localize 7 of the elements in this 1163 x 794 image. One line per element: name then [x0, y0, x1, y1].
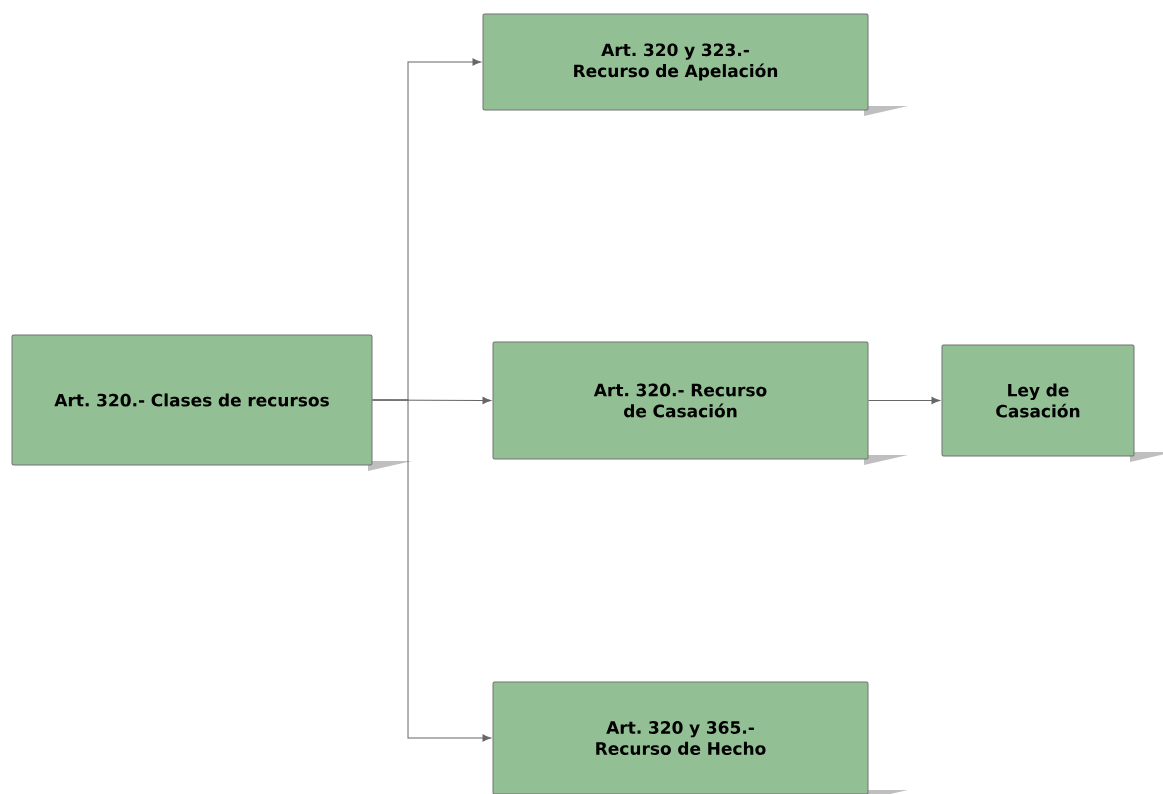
process-box: Art. 320 y 323.- Recurso de Apelación [482, 13, 869, 111]
process-box: Art. 320.- Clases de recursos [11, 334, 373, 466]
process-box: Art. 320.- Recurso de Casación [492, 341, 869, 460]
arrow [372, 399, 492, 742]
arrow [868, 396, 941, 405]
process-box: Art. 320 y 365.- Recurso de Hecho [492, 681, 869, 794]
process-box: Ley de Casación [941, 344, 1135, 457]
